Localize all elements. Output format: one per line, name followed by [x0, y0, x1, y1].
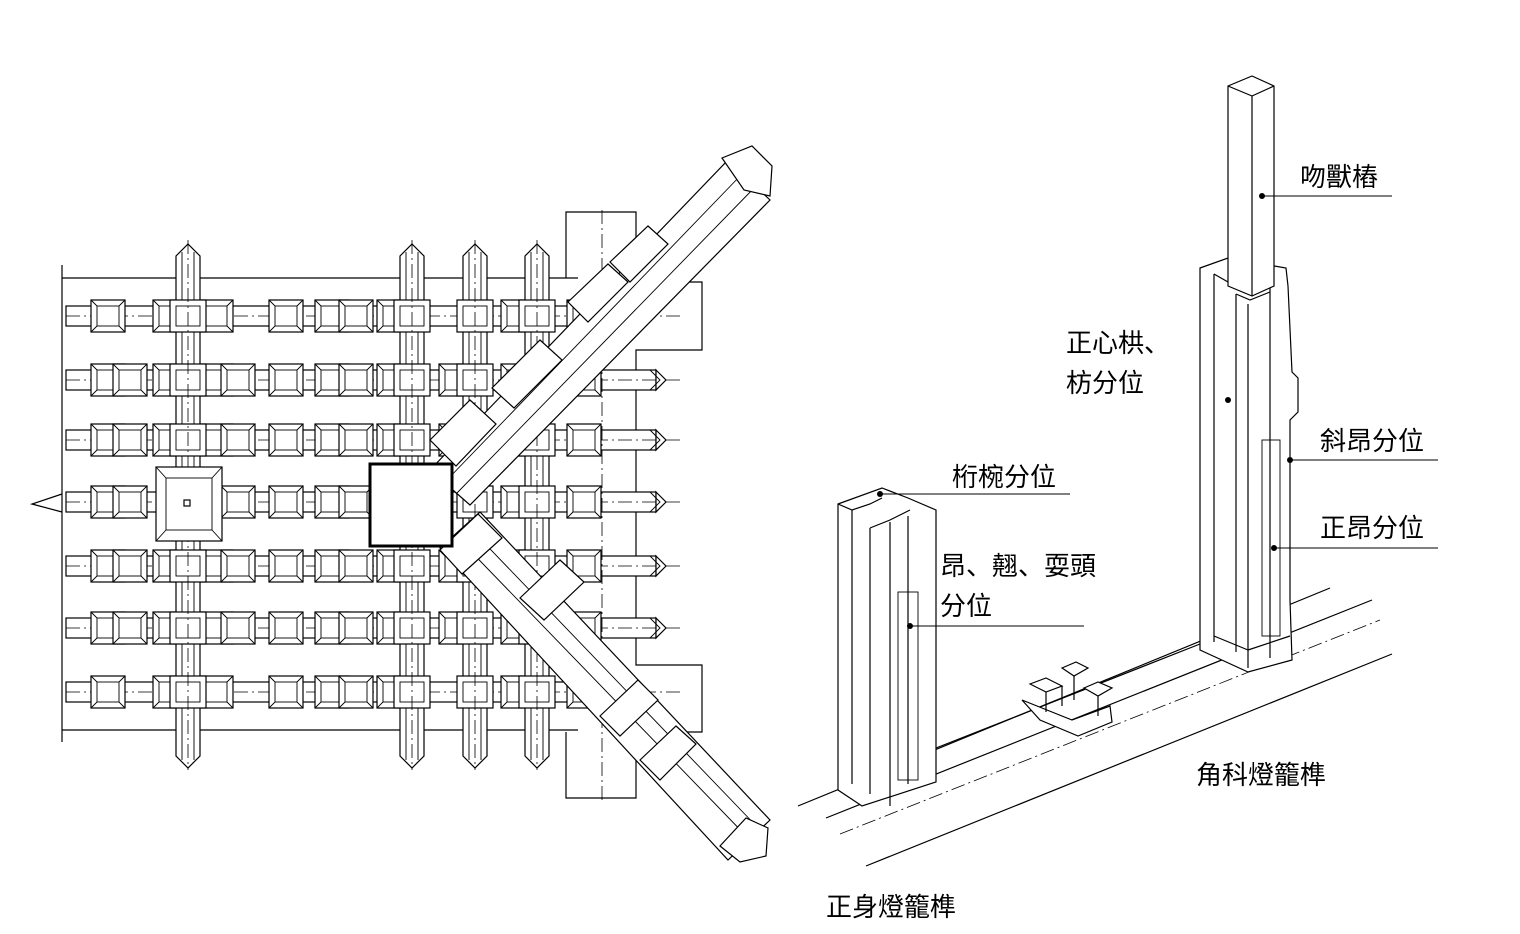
label-zhengang: 正昂分位 — [1320, 514, 1424, 544]
isometric-view: 吻獸樁 正心栱、 枋分位 斜昂分位 正昂分位 桁椀分位 昂、翹、耍頭 分位 角科… — [797, 75, 1438, 923]
iso-post-jiaoke — [1199, 75, 1299, 673]
iso-leaders — [880, 195, 1438, 627]
arrow-head — [655, 428, 667, 452]
plan-view — [29, 145, 773, 863]
plan-column-corner — [368, 462, 454, 548]
iso-post-zhengshen — [837, 487, 937, 807]
label-zhengxin-line2: 枋分位 — [1066, 369, 1144, 399]
label-jiaoke: 角科燈籠榫 — [1196, 761, 1326, 791]
label-ang-line1: 昂、翹、耍頭 — [940, 552, 1096, 582]
label-zhengxin-line1: 正心栱、 — [1066, 329, 1170, 359]
iso-small-block — [1021, 661, 1114, 737]
label-ang-line2: 分位 — [940, 592, 992, 622]
diagonal-beam-upper — [429, 145, 773, 506]
label-wenshou: 吻獸樁 — [1300, 163, 1378, 193]
label-zhengshen: 正身燈籠榫 — [826, 893, 956, 923]
label-hengwan: 桁椀分位 — [952, 463, 1056, 493]
label-xieang: 斜昂分位 — [1320, 427, 1424, 457]
plan-column-left — [155, 466, 223, 542]
arrow-head — [655, 368, 667, 392]
arrow-head — [655, 554, 667, 578]
arrow-head — [655, 490, 667, 514]
diagonal-beam-lower — [439, 511, 771, 863]
arrow-head — [655, 616, 667, 640]
